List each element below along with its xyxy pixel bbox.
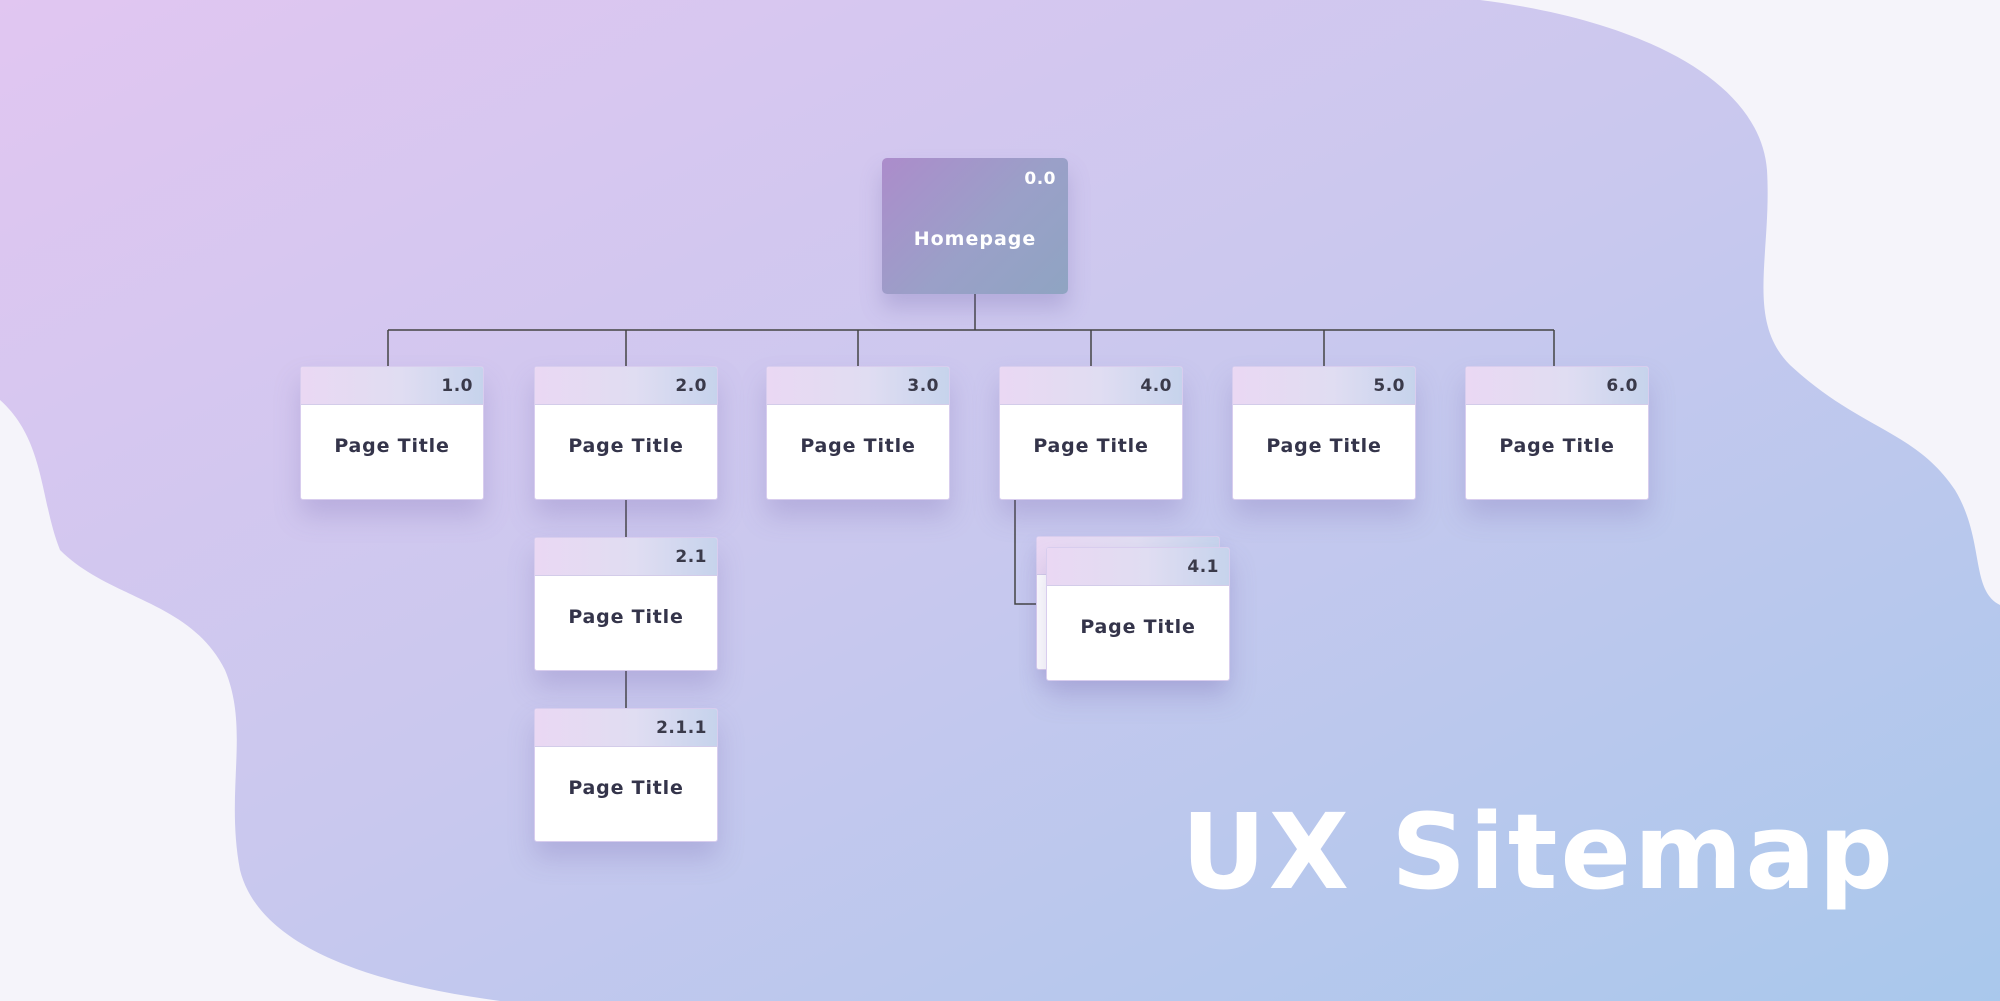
page-title: Page Title <box>568 435 684 457</box>
homepage-card[interactable]: 0.0 Homepage <box>882 158 1068 294</box>
page-number: 4.1 <box>1187 557 1219 577</box>
card-header <box>1233 367 1415 405</box>
page-card-4-1[interactable]: 4.1 Page Title <box>1046 547 1230 681</box>
card-header <box>535 709 717 747</box>
card-header <box>535 538 717 576</box>
page-card-3-0[interactable]: 3.0 Page Title <box>766 366 950 500</box>
card-header <box>1047 548 1229 586</box>
page-title: Page Title <box>1266 435 1382 457</box>
page-card-2-1[interactable]: 2.1 Page Title <box>534 537 718 671</box>
card-header <box>767 367 949 405</box>
page-card-2-0[interactable]: 2.0 Page Title <box>534 366 718 500</box>
page-card-4-0[interactable]: 4.0 Page Title <box>999 366 1183 500</box>
card-header <box>1000 367 1182 405</box>
page-number: 3.0 <box>907 376 939 396</box>
page-card-2-1-1[interactable]: 2.1.1 Page Title <box>534 708 718 842</box>
card-header <box>535 367 717 405</box>
page-title: Page Title <box>1033 435 1149 457</box>
page-title: Page Title <box>800 435 916 457</box>
page-title: Page Title <box>334 435 450 457</box>
page-card-5-0[interactable]: 5.0 Page Title <box>1232 366 1416 500</box>
page-number: 6.0 <box>1606 376 1638 396</box>
sitemap-heading: UX Sitemap <box>1181 791 1896 913</box>
page-title: Page Title <box>1499 435 1615 457</box>
page-number: 4.0 <box>1140 376 1172 396</box>
card-header <box>1466 367 1648 405</box>
page-number: 0.0 <box>1024 169 1056 189</box>
page-number: 5.0 <box>1373 376 1405 396</box>
page-card-1-0[interactable]: 1.0 Page Title <box>300 366 484 500</box>
page-number: 2.1 <box>675 547 707 567</box>
page-title: Page Title <box>1080 616 1196 638</box>
page-number: 2.1.1 <box>656 718 707 738</box>
page-number: 2.0 <box>675 376 707 396</box>
page-title: Page Title <box>568 606 684 628</box>
page-number: 1.0 <box>441 376 473 396</box>
card-header <box>301 367 483 405</box>
page-title: Homepage <box>913 228 1037 250</box>
page-card-6-0[interactable]: 6.0 Page Title <box>1465 366 1649 500</box>
page-title: Page Title <box>568 777 684 799</box>
